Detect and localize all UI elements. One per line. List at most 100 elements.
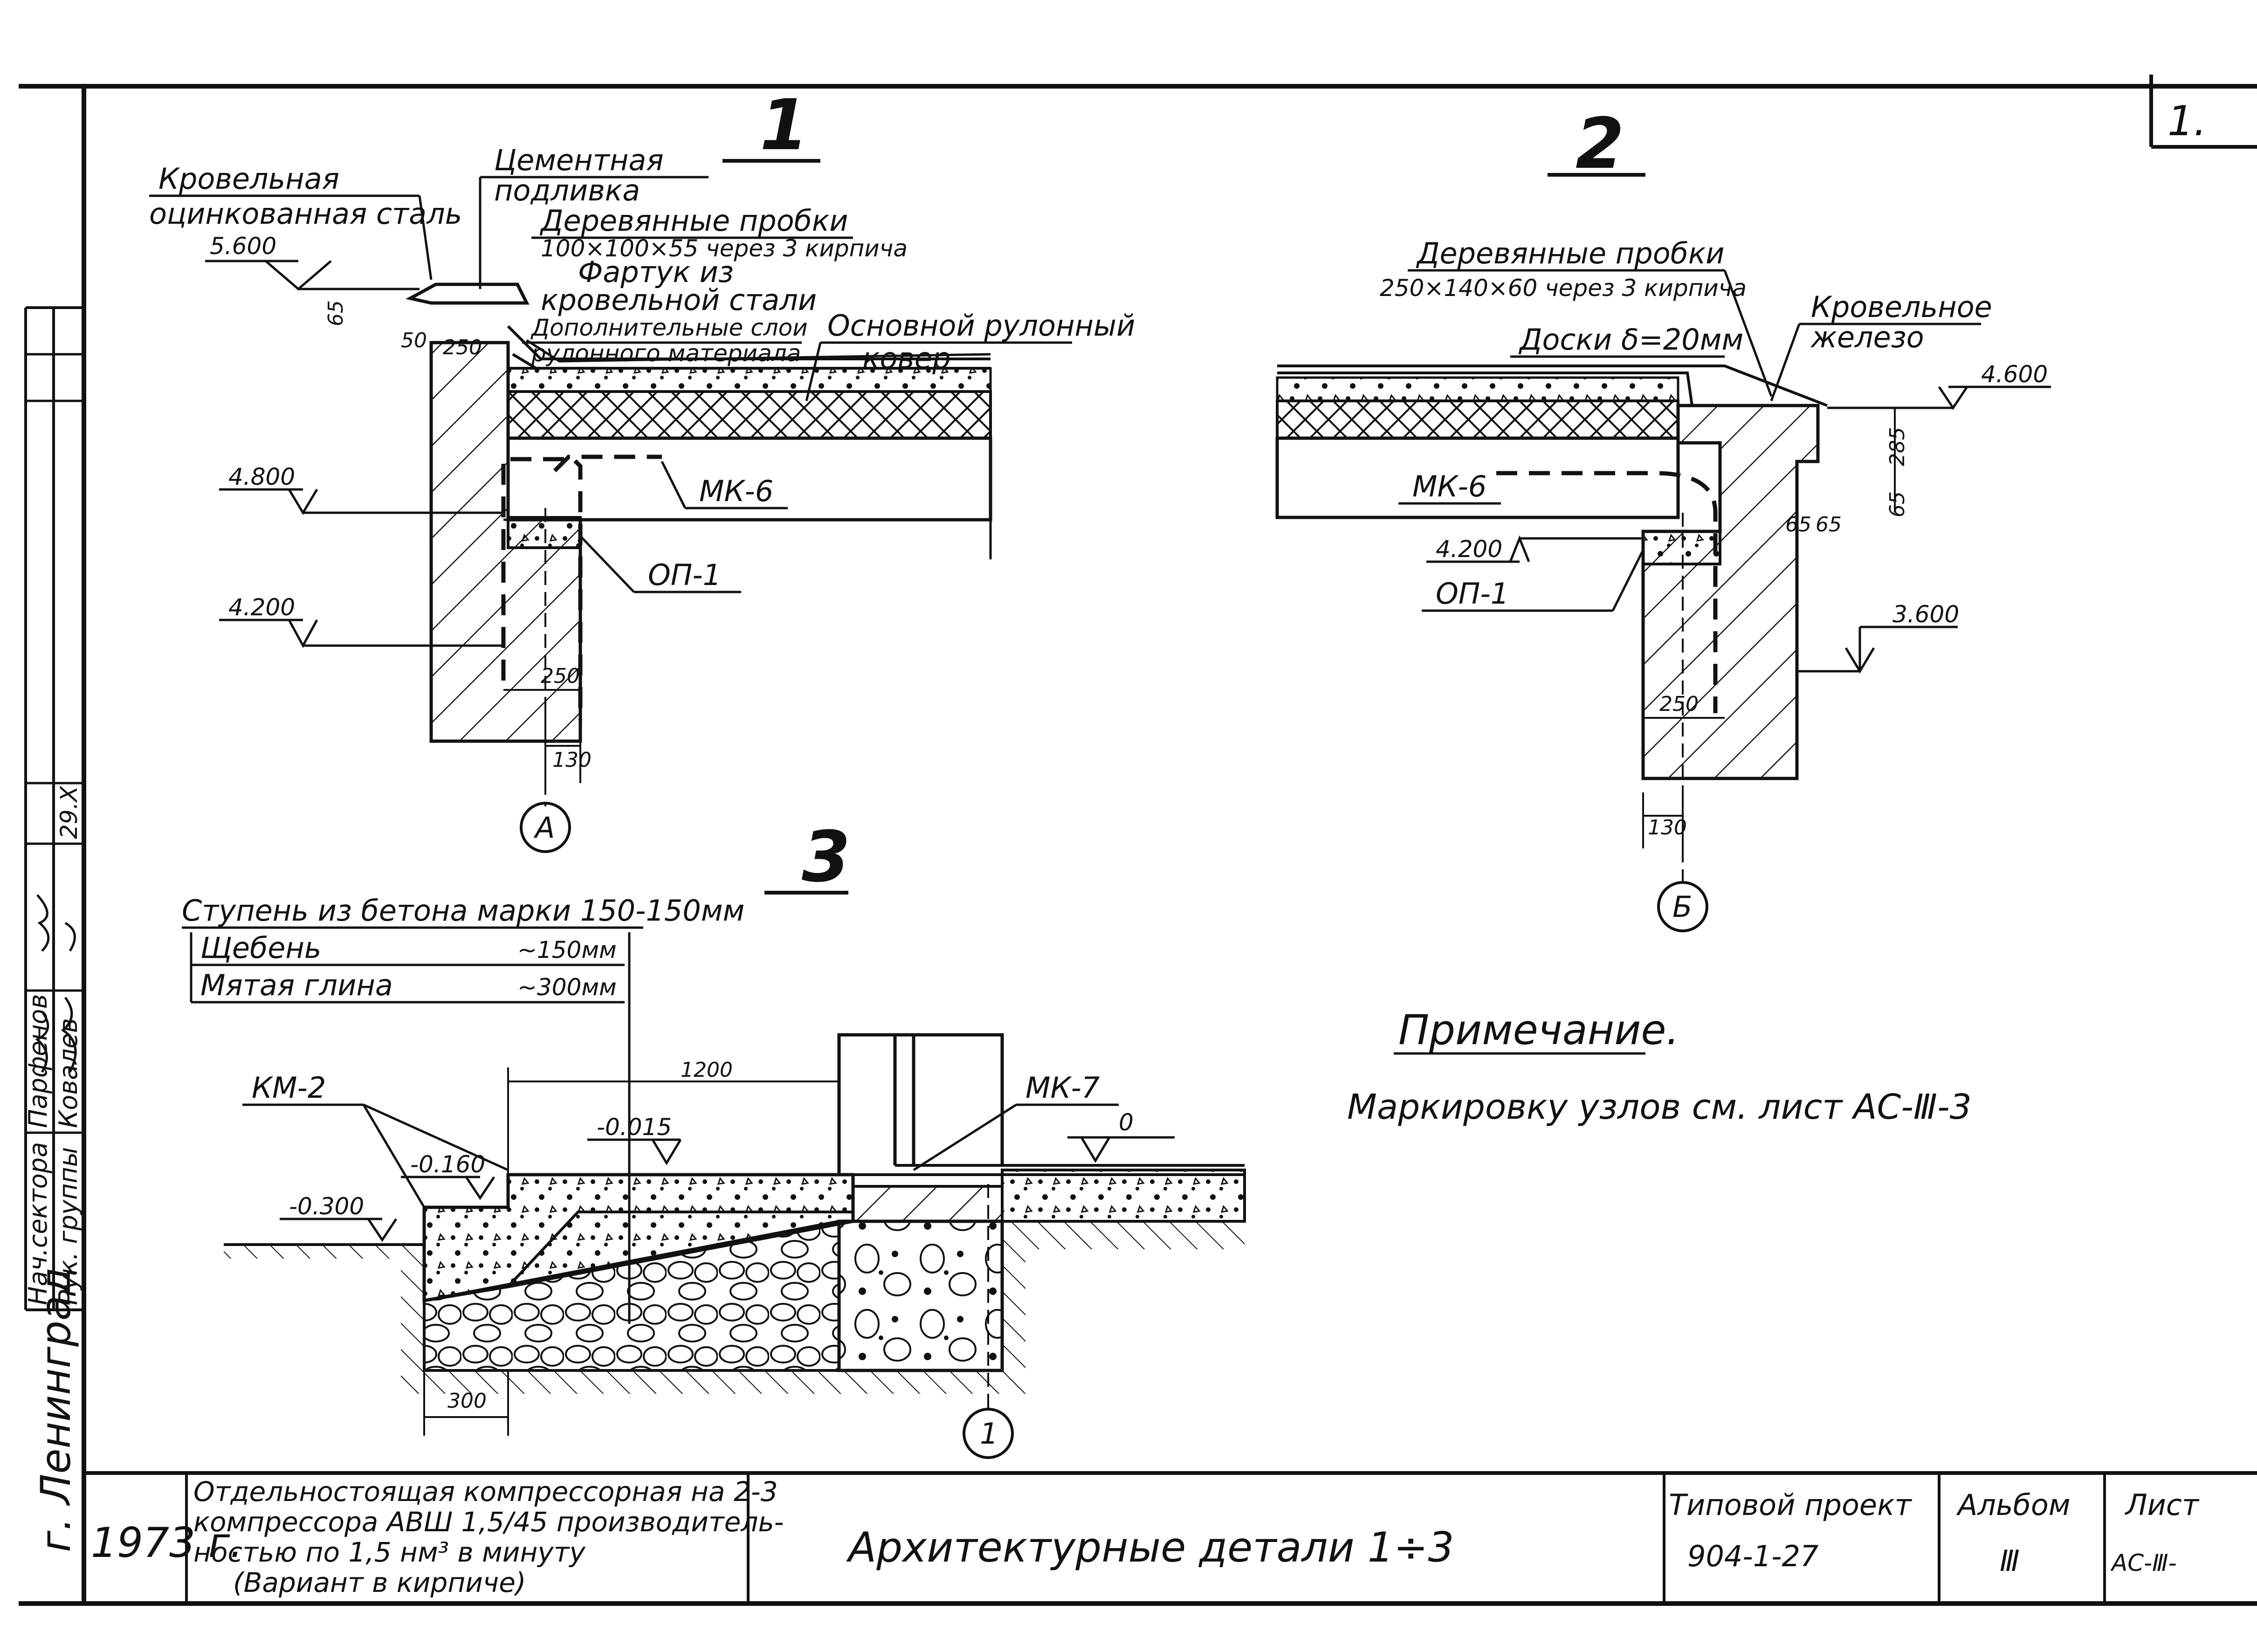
detail-2-lintel <box>1642 530 1721 565</box>
d1-layers-1: Дополнительные слои <box>530 314 808 341</box>
d2-level-1: 4.600 <box>1981 361 2048 388</box>
detail-2-screed <box>1276 376 1679 402</box>
detail-1-insulation <box>507 390 992 440</box>
stamp-name-1: Парфенов <box>23 994 53 1128</box>
d2-plugs-1: Деревянные пробки <box>1416 236 1725 270</box>
tb-desc-1: Отдельностоящая компрессорная на 2-3 <box>193 1476 778 1507</box>
d1-dim-2: 50 <box>401 329 427 352</box>
detail-2-number: 2 <box>1576 103 1624 185</box>
d2-dim-4: 65 <box>1816 513 1842 537</box>
d1-carpet-2: ковер <box>862 341 950 375</box>
tb-desc-2: компрессора АВШ 1,5/45 производитель- <box>193 1506 784 1538</box>
d1-axis: А <box>533 811 555 845</box>
d2-dim-3: 65 <box>1785 513 1811 537</box>
d2-iron-1: Кровельное <box>1811 290 1992 324</box>
d3-level-1: -0.300 <box>289 1193 364 1220</box>
d2-iron-2: железо <box>1810 320 1924 354</box>
d1-mk: МК-6 <box>699 474 773 508</box>
stamp-role-1: Нач.сектора <box>23 1142 53 1305</box>
d1-plugs-2: 100×100×55 через 3 кирпича <box>541 235 908 262</box>
tb-desc-4: (Вариант в кирпиче) <box>233 1567 526 1598</box>
tb-list-no: АС-Ⅲ- <box>2110 1549 2177 1576</box>
d1-dim-4: 250 <box>541 664 580 688</box>
d2-dim-6: 130 <box>1648 816 1687 840</box>
d1-carpet-1: Основной рулонный <box>827 309 1135 343</box>
d3-level-3: -0.015 <box>597 1114 672 1141</box>
d3-layer-2-value: ~300мм <box>517 974 617 1001</box>
d1-cement-2: подливка <box>494 173 640 207</box>
tb-list-label: Лист <box>2125 1488 2200 1522</box>
d3-dim-1: 1200 <box>681 1058 733 1082</box>
d3-layer-2-name: Мятая глина <box>200 968 393 1002</box>
detail-2: 2 Деревянные пробки 250×140×60 через 3 к… <box>1275 103 2051 932</box>
d3-layer-1-name: Щебень <box>200 931 321 965</box>
d1-op: ОП-1 <box>648 558 721 592</box>
d3-dim-2: 300 <box>447 1389 487 1413</box>
d1-axis-bubble <box>520 802 571 853</box>
tb-project-no: 904-1-27 <box>1687 1539 1818 1573</box>
d1-apron-2: кровельной стали <box>541 283 817 317</box>
d1-apron-1: Фартук из <box>578 255 734 289</box>
detail-3: 3 Ступень из бетона марки 150-150мм Щебе… <box>182 817 1246 1459</box>
d2-mk: МК-6 <box>1412 469 1486 503</box>
d3-wall <box>837 1033 1004 1175</box>
d2-dim-2: 65 <box>1885 491 1909 517</box>
detail-2-insulation <box>1276 399 1679 440</box>
d2-level-2: 4.200 <box>1436 536 1502 563</box>
d3-plinth <box>852 1185 1004 1223</box>
stamp-signature <box>35 894 77 1073</box>
d1-roof-steel-2: оцинкованная сталь <box>149 197 462 231</box>
side-stamp: 29.Х Нач.сектора Парфенов Рук. группы Ко… <box>23 306 84 1552</box>
d2-dim-5: 250 <box>1659 692 1699 716</box>
detail-3-number: 3 <box>802 817 850 898</box>
d1-dim-5: 130 <box>552 748 592 772</box>
detail-1-slab <box>506 436 992 522</box>
d3-floor <box>1001 1169 1246 1223</box>
d3-km: КМ-2 <box>252 1071 326 1105</box>
detail-1-coping <box>406 282 530 305</box>
d1-level-1: 5.600 <box>210 233 276 260</box>
tb-desc-3: ностью по 1,5 нм³ в минуту <box>193 1536 586 1568</box>
d2-plugs-2: 250×140×60 через 3 кирпича <box>1380 275 1747 302</box>
detail-1-number: 1 <box>760 85 808 166</box>
title-block: 1973 г. Отдельностоящая компрессорная на… <box>84 1471 2257 1604</box>
detail-1: 1 Кровельная оцинкованная сталь Цементна… <box>149 85 1135 853</box>
detail-2-anchor <box>1496 471 1718 713</box>
tb-sheet-title: Архитектурные детали 1÷3 <box>846 1523 1454 1571</box>
d3-mk: МК-7 <box>1025 1071 1100 1105</box>
sheet-frame: 1. <box>19 75 2257 1606</box>
d1-roof-steel-1: Кровельная <box>158 162 339 196</box>
detail-2-wall <box>1641 404 1820 780</box>
d3-level-4: 0 <box>1119 1109 1134 1136</box>
d3-layer-1-value: ~150мм <box>517 936 617 964</box>
detail-1-roofing <box>507 325 991 370</box>
d2-op: ОП-1 <box>1436 577 1509 611</box>
d3-axis-bubble <box>963 1408 1014 1459</box>
d2-axis-bubble <box>1657 881 1708 932</box>
d2-dim-1: 285 <box>1885 427 1909 466</box>
d2-boards: Доски δ=20мм <box>1518 323 1743 357</box>
d3-axis: 1 <box>980 1417 998 1451</box>
tb-year: 1973 г. <box>91 1519 243 1567</box>
corner-mark: 1. <box>2168 97 2207 145</box>
d1-layers-2: рулонного материала <box>531 340 801 367</box>
tb-album-no: Ⅲ <box>2000 1544 2020 1578</box>
tb-album-label: Альбом <box>1956 1488 2071 1522</box>
d3-level-2: -0.160 <box>410 1151 485 1178</box>
detail-1-screed <box>507 367 992 393</box>
detail-1-lintel <box>507 516 582 549</box>
d1-level-2: 4.800 <box>228 463 295 490</box>
d1-dim-1: 65 <box>324 300 348 326</box>
d3-soil <box>224 1221 1245 1394</box>
d2-axis: Б <box>1672 890 1693 924</box>
note: Примечание. Маркировку узлов см. лист АС… <box>1347 1006 1972 1127</box>
d3-layers-title: Ступень из бетона марки 150-150мм <box>182 894 744 928</box>
stamp-role-2: Рук. группы <box>54 1147 83 1305</box>
note-heading: Примечание. <box>1398 1006 1679 1054</box>
stamp-date: 29.Х <box>55 785 83 839</box>
d1-dim-3: 250 <box>443 336 482 359</box>
d1-level-3: 4.200 <box>228 594 295 621</box>
detail-1-anchor <box>501 454 662 720</box>
tb-project-label: Типовой проект <box>1669 1488 1913 1522</box>
